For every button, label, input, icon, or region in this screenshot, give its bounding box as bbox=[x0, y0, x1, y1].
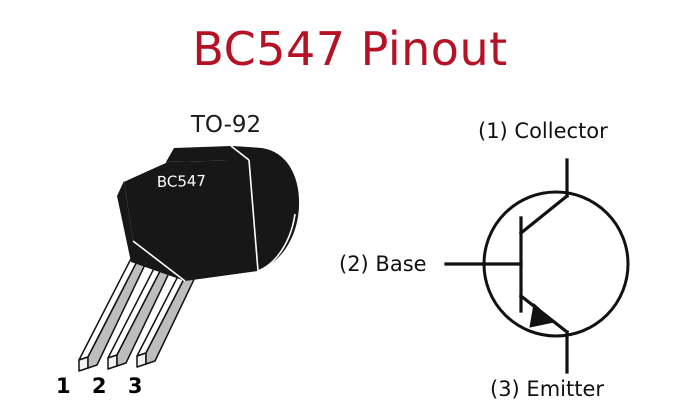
package-marking-text: BC547 bbox=[157, 172, 207, 191]
page-title: BC547 Pinout bbox=[192, 22, 508, 76]
package-type-label: TO-92 bbox=[190, 112, 262, 138]
pin-number-labels: 1 2 3 bbox=[56, 374, 150, 398]
emitter-arrowhead bbox=[529, 303, 556, 328]
collector-slant bbox=[518, 193, 570, 236]
emitter-terminal-label: (3) Emitter bbox=[490, 377, 605, 401]
base-terminal-label: (2) Base bbox=[339, 252, 427, 276]
package-body bbox=[117, 145, 300, 282]
collector-terminal-label: (1) Collector bbox=[478, 119, 608, 143]
